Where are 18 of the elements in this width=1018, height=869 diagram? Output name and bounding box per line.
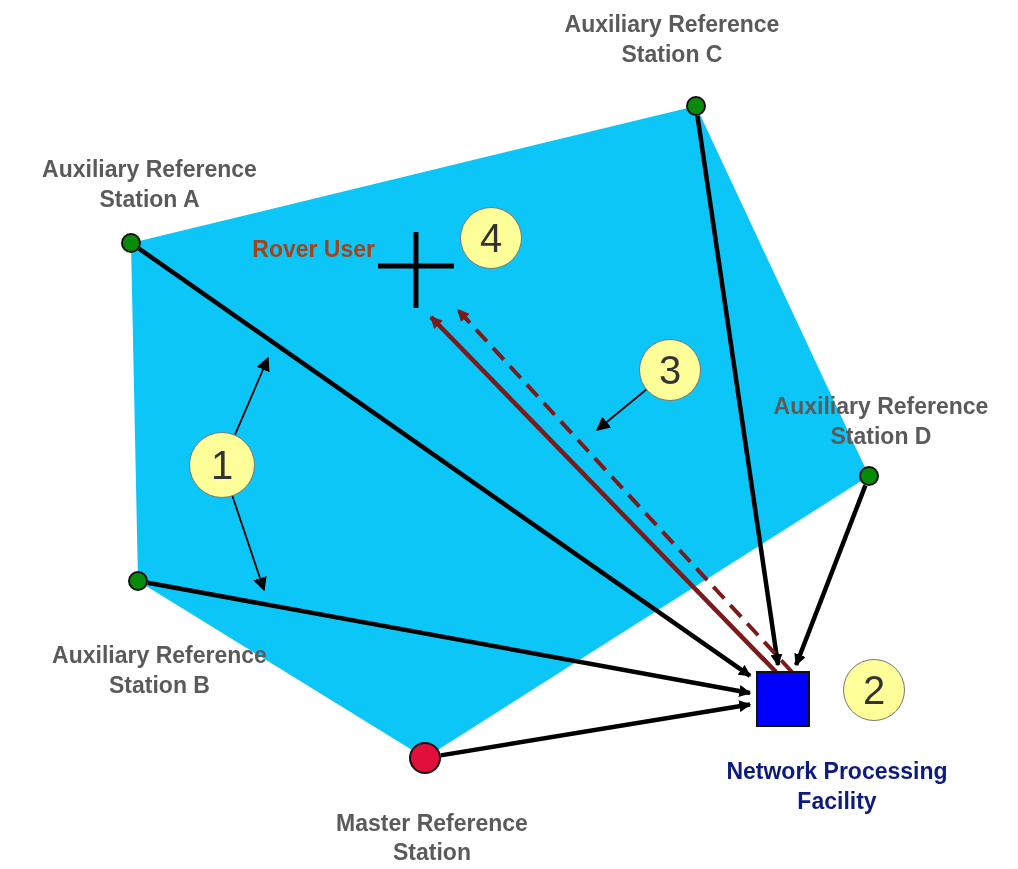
arrow [147,580,752,697]
leader-arrow [231,495,267,592]
station-label: Auxiliary Reference Station C [563,10,781,69]
leader-arrow [595,388,647,431]
arrow [794,484,868,667]
arrow [137,246,752,678]
callout-number: 2 [862,667,886,713]
leader-arrow [234,356,270,436]
callout-number: 3 [658,347,682,393]
callout-number: 4 [479,215,503,261]
arrow [695,115,783,667]
arrow [440,700,752,758]
station-label: Auxiliary Reference Station B [51,641,268,700]
station-label: Master Reference Station [335,809,529,867]
station-label: Rover User [251,235,375,264]
station-label: Network Processing Facility [725,757,949,816]
station-label: Auxiliary Reference Station A [41,155,258,214]
callout-number: 1 [210,442,234,488]
